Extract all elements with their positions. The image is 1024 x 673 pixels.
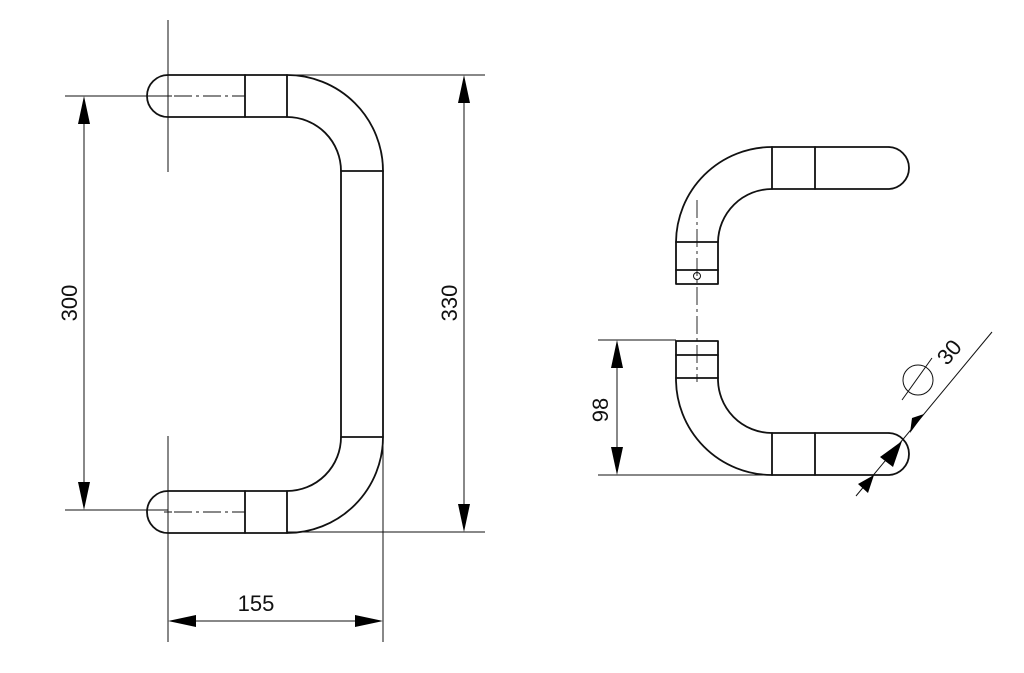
front-view: 300 330 155 [57,20,485,642]
dimension-label-300: 300 [57,285,82,322]
dimension-diameter-30: 30 [855,331,993,497]
handle-outline [146,74,384,534]
dimension-155: 155 [168,591,383,627]
dimension-330: 330 [437,75,470,532]
dimension-label-155: 155 [238,591,275,616]
diameter-symbol [901,357,934,401]
dimension-label-98: 98 [588,398,613,422]
side-view: 98 30 [588,146,993,497]
upper-handle-outline [675,146,910,285]
dimension-label-330: 330 [437,285,462,322]
lower-handle-outline [675,340,910,476]
dimension-label-30: 30 [932,335,967,370]
dimension-98: 98 [588,340,623,475]
dimension-300: 300 [57,96,90,510]
